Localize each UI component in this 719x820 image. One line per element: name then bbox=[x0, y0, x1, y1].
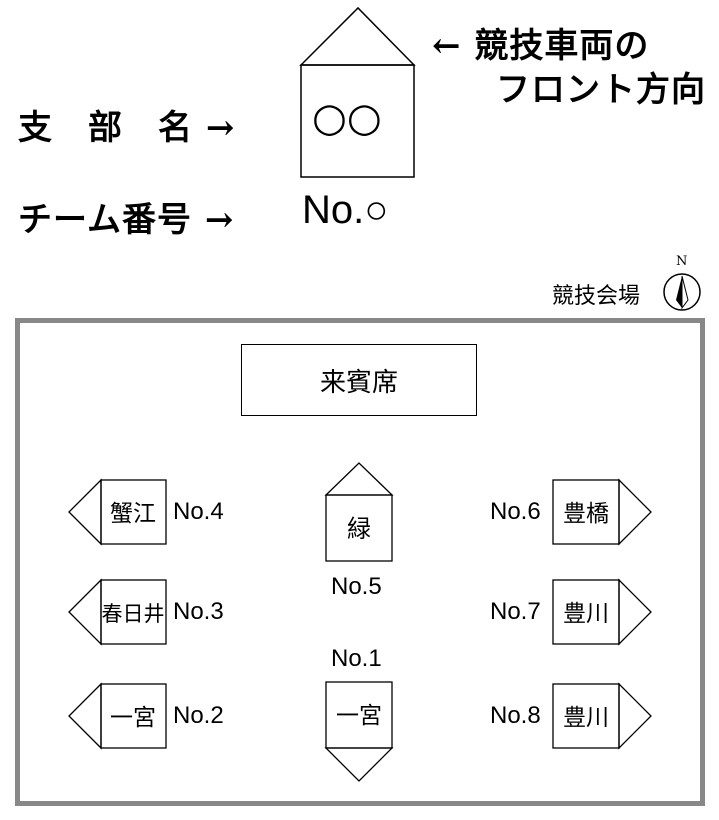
vehicle-2-number: No.2 bbox=[173, 702, 224, 729]
team-number-legend: チーム番号 → bbox=[18, 200, 235, 240]
vehicle-3: 春日井 bbox=[68, 578, 167, 646]
front-direction-note-line2: フロント方向 bbox=[496, 70, 706, 110]
vehicle-6: 豊橋 bbox=[552, 478, 652, 546]
vehicle-8-number: No.8 bbox=[490, 702, 541, 729]
vehicle-4-branch: 蟹江 bbox=[110, 501, 156, 527]
vehicle-3-number: No.3 bbox=[173, 598, 224, 625]
branch-name-legend: 支 部 名 → bbox=[18, 108, 236, 148]
venue-title: 競技会場 bbox=[552, 284, 641, 309]
vehicle-5-branch: 緑 bbox=[347, 515, 371, 543]
vehicle-8: 豊川 bbox=[552, 682, 652, 750]
vehicle-4-number: No.4 bbox=[173, 498, 224, 525]
front-direction-note-line1: ← 競技車両の bbox=[432, 26, 650, 66]
sample-branch-name: ○○ bbox=[312, 95, 382, 141]
vehicle-7: 豊川 bbox=[552, 578, 652, 646]
vehicle-1: 一宮 bbox=[324, 681, 394, 782]
vehicle-5: 緑 bbox=[324, 462, 394, 562]
sample-team-number: No.○ bbox=[302, 188, 389, 232]
compass-icon bbox=[663, 273, 701, 311]
vehicle-7-branch: 豊川 bbox=[563, 601, 609, 627]
vehicle-1-branch: 一宮 bbox=[336, 703, 382, 729]
venue-area bbox=[15, 318, 705, 806]
vehicle-1-number: No.1 bbox=[331, 645, 382, 672]
vehicle-3-branch: 春日井 bbox=[102, 602, 165, 626]
vehicle-6-number: No.6 bbox=[490, 498, 541, 525]
vehicle-4: 蟹江 bbox=[68, 478, 167, 546]
vehicle-2: 一宮 bbox=[68, 682, 167, 750]
guest-seats-label: 来賓席 bbox=[319, 367, 398, 398]
sample-vehicle-body bbox=[300, 64, 415, 178]
vehicle-2-branch: 一宮 bbox=[110, 705, 156, 731]
vehicle-6-branch: 豊橋 bbox=[563, 501, 609, 527]
vehicle-5-number: No.5 bbox=[331, 573, 382, 600]
vehicle-8-branch: 豊川 bbox=[563, 705, 609, 731]
compass-north-label: N bbox=[676, 254, 688, 269]
vehicle-7-number: No.7 bbox=[490, 598, 541, 625]
guest-seats: 来賓席 bbox=[241, 344, 477, 416]
legend-diagram bbox=[299, 6, 416, 178]
